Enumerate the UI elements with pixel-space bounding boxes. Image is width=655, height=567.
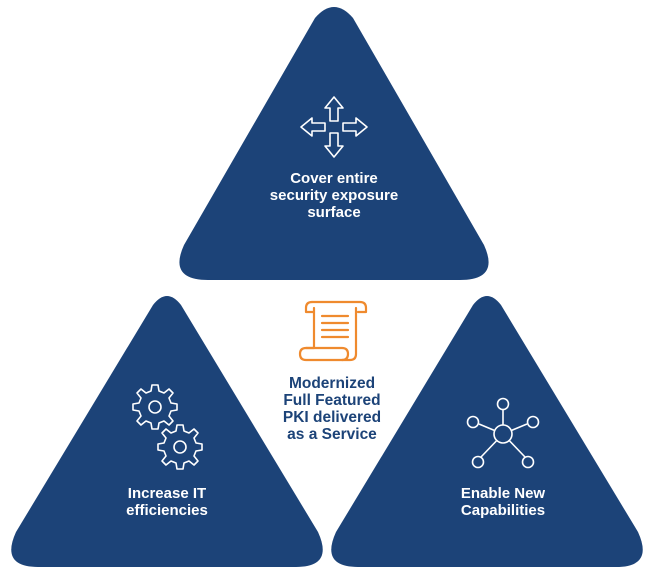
right-triangle-label: Enable New Capabilities	[460, 485, 546, 519]
left-triangle	[11, 296, 323, 567]
gears-icon	[132, 384, 203, 470]
center-label: Modernized Full Featured PKI delivered a…	[282, 375, 382, 443]
network-hub-icon	[466, 397, 540, 469]
top-triangle-label: Cover entire security exposure surface	[269, 170, 399, 221]
top-triangle	[179, 7, 489, 280]
move-arrows-icon	[300, 96, 368, 158]
scroll-certificate-icon	[298, 300, 368, 362]
right-triangle	[331, 296, 643, 567]
left-triangle-label: Increase IT efficiencies	[126, 485, 208, 519]
